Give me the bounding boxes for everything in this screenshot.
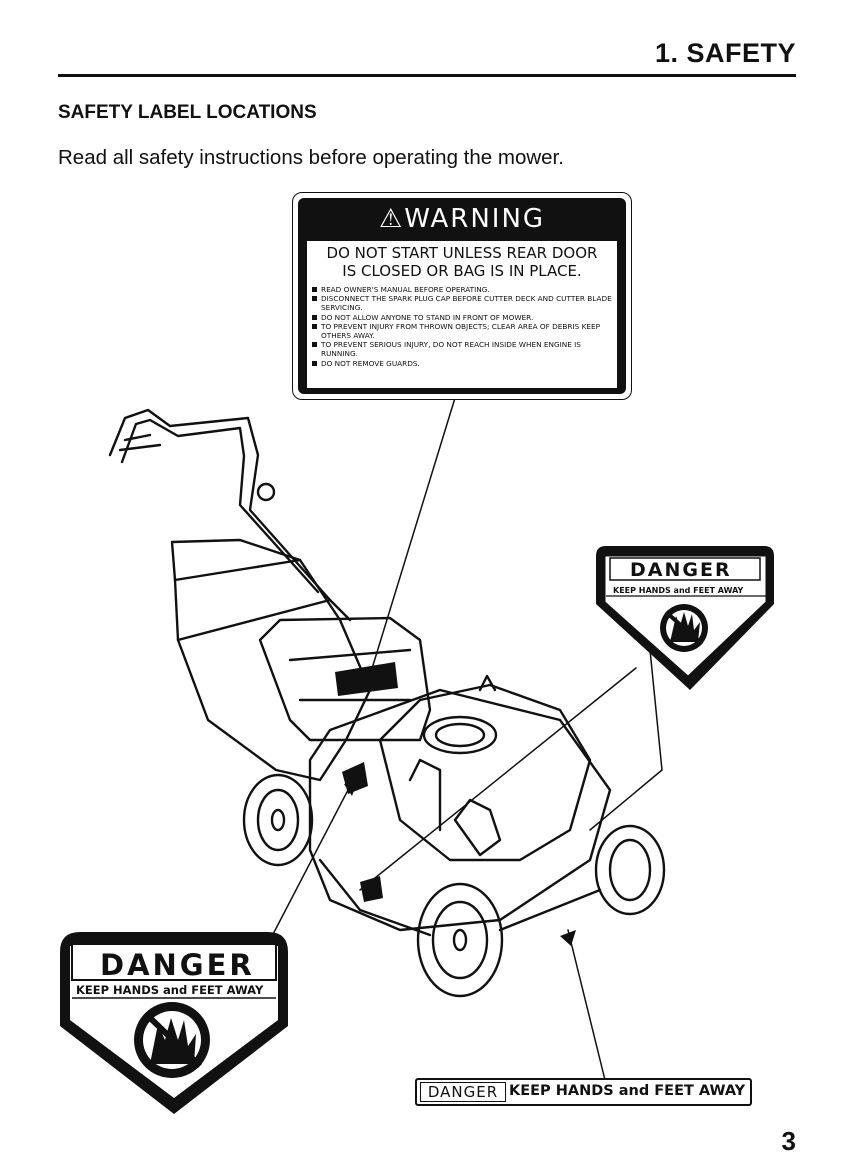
warning-body: DO NOT START UNLESS REAR DOOR IS CLOSED … <box>307 241 617 388</box>
section-title: 1. SAFETY <box>654 38 796 68</box>
warning-item: DISCONNECT THE SPARK PLUG CAP BEFORE CUT… <box>311 294 613 312</box>
engine <box>378 683 592 862</box>
danger-label-left-title: DANGER <box>100 948 255 982</box>
warning-label: ⚠WARNING DO NOT START UNLESS REAR DOOR I… <box>292 192 632 400</box>
danger-label-right-shape <box>596 546 774 690</box>
warning-triangle-icon: ⚠ <box>378 204 405 234</box>
danger-label-left-subtitle: KEEP HANDS and FEET AWAY <box>76 983 264 997</box>
strip-danger-word: DANGER <box>420 1082 506 1102</box>
danger-label-left-shape <box>60 932 288 1114</box>
rear-door <box>258 616 432 742</box>
warning-item: DO NOT ALLOW ANYONE TO STAND IN FRONT OF… <box>311 313 613 322</box>
strip-danger-text: KEEP HANDS and FEET AWAY <box>509 1083 746 1099</box>
warning-item: READ OWNER'S MANUAL BEFORE OPERATING. <box>311 285 613 294</box>
front-wheel-right <box>594 824 666 916</box>
warning-main-text: DO NOT START UNLESS REAR DOOR IS CLOSED … <box>307 244 617 280</box>
danger-label-right-subtitle: KEEP HANDS and FEET AWAY <box>613 586 744 595</box>
warning-item: TO PREVENT INJURY FROM THROWN OBJECTS; C… <box>311 322 613 340</box>
warning-item: TO PREVENT SERIOUS INJURY, DO NOT REACH … <box>311 340 613 358</box>
danger-label-right-title: DANGER <box>630 559 732 581</box>
page-number: 3 <box>781 1126 796 1156</box>
header-rule <box>58 74 796 77</box>
rear-wheel-left <box>242 773 314 867</box>
warning-main-line2: IS CLOSED OR BAG IS IN PLACE. <box>342 262 582 280</box>
grass-bag <box>170 538 372 782</box>
front-wheel-left <box>416 882 504 998</box>
warning-list: READ OWNER'S MANUAL BEFORE OPERATING. DI… <box>307 285 617 368</box>
intro-text: Read all safety instructions before oper… <box>58 146 564 169</box>
subheading: SAFETY LABEL LOCATIONS <box>58 102 317 123</box>
warning-main-line1: DO NOT START UNLESS REAR DOOR <box>326 244 598 262</box>
strip-danger-label: DANGER KEEP HANDS and FEET AWAY <box>415 1078 752 1106</box>
warning-item: DO NOT REMOVE GUARDS. <box>311 359 613 368</box>
warning-header: ⚠WARNING <box>378 204 546 234</box>
mower-handle <box>108 408 352 622</box>
mower-deck <box>308 688 612 932</box>
